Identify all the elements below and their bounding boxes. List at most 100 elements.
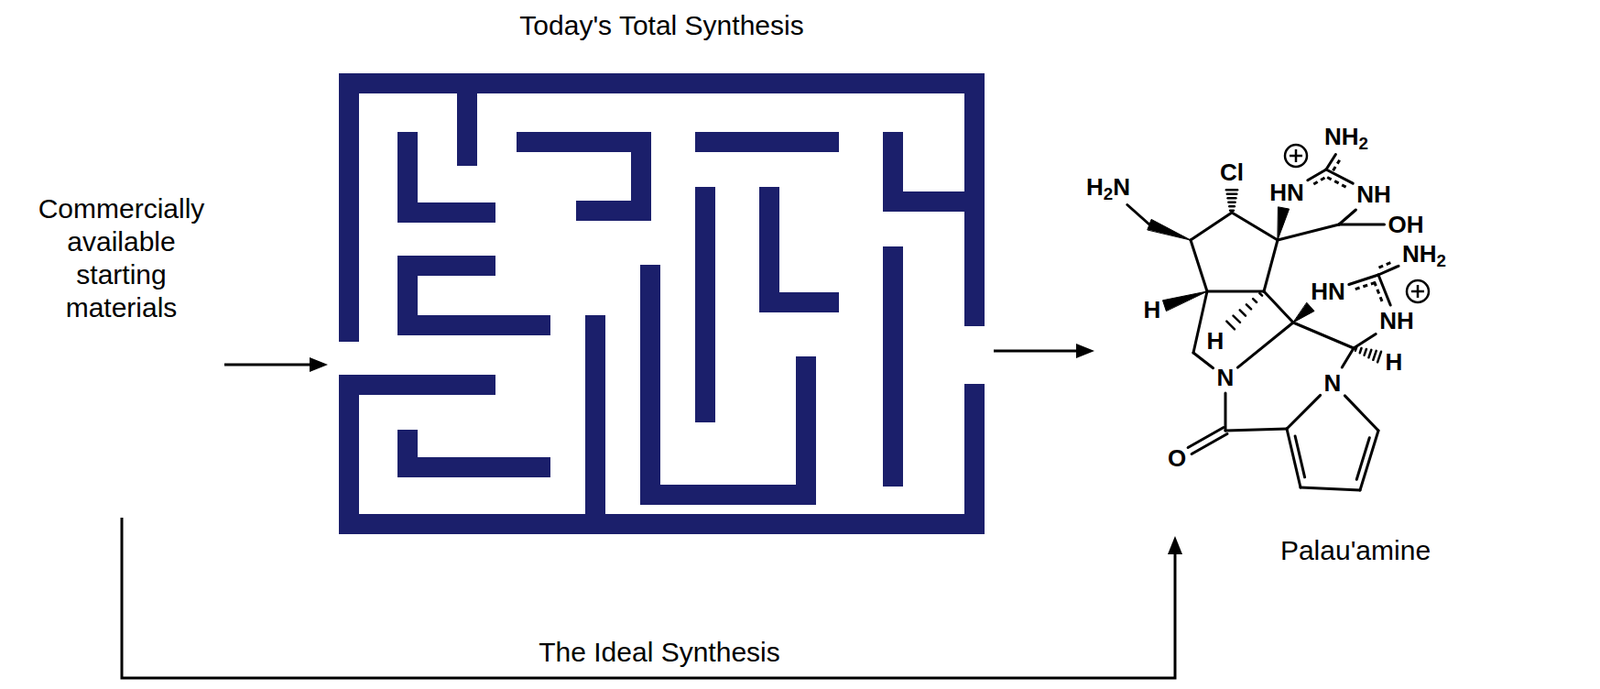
connector-line <box>993 349 1084 353</box>
wedge-bond <box>1293 303 1315 324</box>
connector-line <box>121 517 1176 678</box>
bond-line <box>1190 212 1232 240</box>
charge-circle <box>1284 144 1307 167</box>
maze-wall <box>348 374 486 395</box>
delocalized-bond <box>1355 282 1377 289</box>
arrow-head <box>1076 343 1095 359</box>
hashed-bond <box>1360 348 1362 353</box>
hashed-bond <box>1229 209 1234 213</box>
panel-title: Today's Total Synthesis <box>338 9 985 43</box>
hashed-bond <box>1240 309 1246 316</box>
bond-line <box>1341 348 1354 368</box>
edge-label: The Ideal Synthesis <box>534 635 784 669</box>
hashed-bond <box>1229 205 1235 208</box>
atom-label: H <box>1385 348 1404 375</box>
hashed-bond <box>1377 351 1382 363</box>
bond-line <box>1286 428 1301 488</box>
start-label: Commercially available starting material… <box>18 192 225 325</box>
delocalized-bond <box>1333 160 1340 172</box>
bond-line <box>1225 428 1287 431</box>
bond-line <box>1224 392 1228 431</box>
atom-label: NH <box>1379 307 1415 334</box>
atom-label: N <box>1324 370 1342 396</box>
subscript: 2 <box>1436 250 1447 271</box>
delocalized-bond <box>1374 282 1383 304</box>
atom-label: H <box>1143 296 1162 323</box>
atom-label: H2N <box>1086 174 1131 203</box>
subscript: 2 <box>1359 133 1369 153</box>
delocalized-bond <box>1327 177 1346 188</box>
synthesis-arrow <box>993 343 1095 359</box>
atom-label: N <box>1217 364 1235 391</box>
maze-wall <box>407 265 541 326</box>
charge-circle <box>1406 280 1429 303</box>
maze-wall <box>457 83 478 156</box>
maze-wall <box>650 274 806 495</box>
bond-line <box>1277 224 1339 240</box>
bond-line <box>1191 434 1228 455</box>
connector-line <box>224 363 317 367</box>
maze-wall <box>526 141 642 211</box>
subscript: 2 <box>1103 184 1113 204</box>
bond-line <box>1127 205 1150 226</box>
bond-line <box>1193 352 1214 369</box>
maze-wall <box>892 141 975 202</box>
bond-line <box>1263 291 1294 323</box>
bond-line <box>1338 209 1356 225</box>
bond-line <box>1300 487 1361 490</box>
maze-wall <box>585 325 606 524</box>
start-materials: Commercially available starting material… <box>18 192 225 518</box>
hashed-bond <box>1355 347 1357 351</box>
bond-line <box>1378 274 1391 305</box>
hashed-bond <box>1227 193 1238 196</box>
atom-label: Cl <box>1219 159 1244 186</box>
hashed-bond <box>1259 293 1263 296</box>
bond-line <box>1326 169 1353 184</box>
bond-line <box>1263 239 1278 292</box>
compound-name: Palau'amine <box>1280 533 1431 567</box>
atom-label: NH <box>1356 181 1392 207</box>
maze-walls <box>348 83 975 524</box>
maze-wall <box>407 439 541 468</box>
hashed-bond <box>1252 298 1257 303</box>
bond-line <box>1286 394 1321 429</box>
hashed-bond <box>1226 321 1235 330</box>
maze-wall <box>882 256 904 477</box>
maze-wall <box>348 83 975 332</box>
maze-wall <box>769 196 829 303</box>
hashed-bond <box>1246 304 1252 309</box>
wedge-bond <box>1147 218 1191 240</box>
atom-label: HN <box>1269 179 1305 206</box>
hashed-bond <box>1228 196 1237 200</box>
bond-line <box>1207 290 1264 294</box>
hashed-bond <box>1228 201 1235 205</box>
maze-panel: Today's Total Synthesis <box>338 9 985 534</box>
hashed-bond <box>1368 349 1372 358</box>
delocalized-bond <box>1379 261 1394 268</box>
bond-line <box>1193 291 1208 353</box>
atom-label: H <box>1207 327 1225 354</box>
hashed-bond <box>1233 315 1241 323</box>
bond-line <box>1344 395 1379 431</box>
synthesis-arrow <box>224 357 328 372</box>
charge-plus <box>1295 149 1298 163</box>
bond-line <box>1353 334 1376 349</box>
hashed-bond <box>1364 348 1367 356</box>
arrow-head <box>309 357 328 372</box>
hashed-bond <box>1226 188 1238 192</box>
bond-line <box>1293 322 1354 349</box>
double-bond-line <box>1356 437 1370 480</box>
bond-line <box>1237 322 1294 368</box>
maze-wall <box>695 196 716 413</box>
bond-line <box>1190 239 1208 292</box>
wedge-bond <box>1277 206 1290 240</box>
target-molecule: Palau'amine <box>1094 119 1594 536</box>
arrow-head <box>1167 535 1183 555</box>
bond-line <box>1231 212 1278 240</box>
charge-symbol <box>1284 144 1307 167</box>
atom-label: OH <box>1388 211 1425 238</box>
delocalized-bond <box>1313 176 1327 185</box>
